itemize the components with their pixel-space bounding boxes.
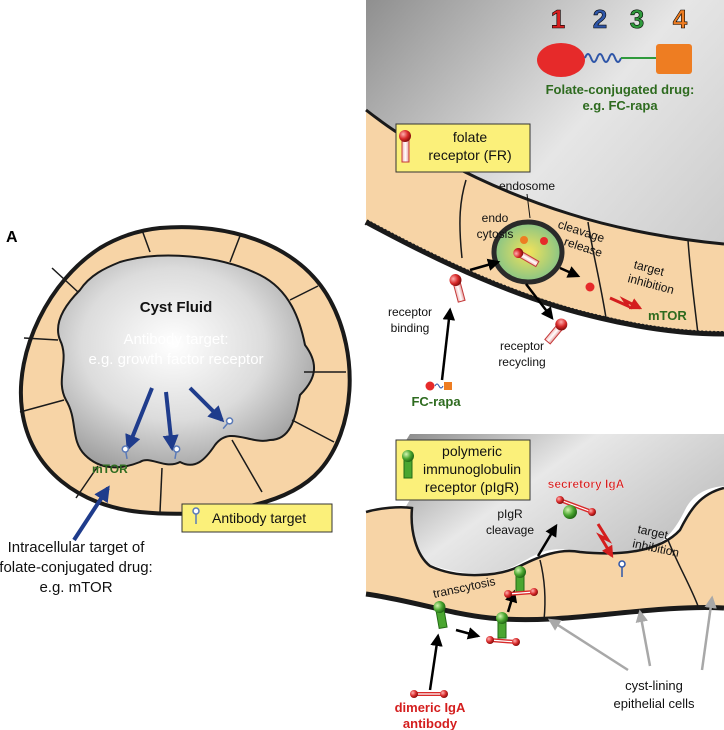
inhibition-bolt-c <box>596 523 614 559</box>
pigr-iga-complex-2 <box>504 566 538 598</box>
epithelial-layer-c <box>366 488 724 620</box>
cyst-fluid-label: Cyst Fluid <box>140 299 213 316</box>
dimeric-iga-line2: antibody <box>403 716 458 730</box>
drug-construct: 1 2 3 4 Folate-conjugated drug: e.g. FC-… <box>537 4 694 113</box>
fc-rapa-label: FC-rapa <box>411 394 461 409</box>
endosome-receptor <box>513 248 540 268</box>
endosome-folate <box>540 237 548 245</box>
panel-c: C polymeric immunoglobulin receptor (pIg… <box>365 433 724 730</box>
target-inhibition-line1-c: target <box>636 522 670 542</box>
cell-boundaries-a <box>19 229 346 513</box>
panel-a: A Cyst Fluid Antibody target: e.g. growt… <box>0 225 352 596</box>
antibody-arrows-a <box>125 386 225 452</box>
receptor-binding-line1: receptor <box>388 305 432 319</box>
endosome <box>491 219 565 285</box>
binding-arrow <box>440 307 456 381</box>
construct-number-3: 3 <box>630 4 644 34</box>
antibody-target-c <box>618 560 626 577</box>
secretory-iga <box>556 496 596 519</box>
antibody-target-label-line1: Antibody target: <box>123 331 228 348</box>
antibody-target-label-line2: e.g. growth factor receptor <box>88 351 263 368</box>
endocytosis-line2: cytosis <box>477 227 514 241</box>
uptake-arrow <box>428 633 443 691</box>
panel-a-letter: A <box>6 229 18 246</box>
spacer-linker <box>584 53 622 63</box>
fr-legend-line2: receptor (FR) <box>428 147 511 163</box>
pigr-cleavage-line2: cleavage <box>486 523 534 537</box>
receptor-binding-line2: binding <box>391 321 430 335</box>
released-folate <box>585 282 595 292</box>
inhibition-bolt-b <box>609 296 643 310</box>
basal-border-b <box>364 219 724 337</box>
cyst-lumen-a <box>57 254 315 469</box>
pigr-legend: polymeric immunoglobulin receptor (pIgR) <box>395 439 531 501</box>
antibody-target-legend: Antibody target <box>181 503 333 533</box>
recycling-arrow <box>525 283 554 320</box>
intracellular-label-line1: Intracellular target of <box>8 539 146 556</box>
membrane-receptor-b <box>449 274 466 303</box>
mtor-label-b: mTOR <box>648 308 687 323</box>
cyst-lining-line2: epithelial cells <box>614 696 695 711</box>
cyst-lining-line1: cyst-lining <box>625 678 683 693</box>
cell-boundaries-c <box>539 539 699 621</box>
intracellular-arrow <box>72 485 110 542</box>
intracellular-label-line2: folate-conjugated drug: <box>0 559 153 576</box>
drug-label-line2: e.g. FC-rapa <box>582 98 658 113</box>
epithelial-pointer-arrows <box>547 595 717 672</box>
endosome-pointer <box>526 193 531 219</box>
pigr-cleavage-line1: pIgR <box>497 507 523 521</box>
folate-moiety <box>537 43 585 77</box>
pigr-legend-line1: polymeric <box>442 443 502 459</box>
intracellular-label-line3: e.g. mTOR <box>39 579 112 596</box>
recycled-receptor <box>544 318 568 345</box>
construct-number-2: 2 <box>593 4 607 34</box>
antibody-target-receptors-a <box>121 417 234 460</box>
fc-rapa-molecule <box>425 381 452 391</box>
construct-number-4: 4 <box>673 4 688 34</box>
transcytosis-arrow-1 <box>455 627 481 640</box>
panel-b: B 1 2 3 4 Folate-conjugated drug: e.g. <box>364 0 724 409</box>
antibody-target-icon <box>192 507 200 524</box>
dimeric-iga-line1: dimeric IgA <box>395 700 466 715</box>
endocytosis-line1: endo <box>482 211 509 225</box>
folate-receptor-icon <box>399 130 411 163</box>
pigr-membrane-basal <box>433 601 448 630</box>
construct-number-1: 1 <box>551 4 565 34</box>
pigr-iga-complex-1 <box>486 612 520 646</box>
antibody-target-legend-label: Antibody target <box>212 510 306 526</box>
recycling-line2: recycling <box>498 355 545 369</box>
recycling-line1: receptor <box>500 339 544 353</box>
cleavage-arrow <box>536 523 558 557</box>
pigr-legend-line2: immunoglobulin <box>423 461 521 477</box>
mtor-label-a: mTOR <box>92 462 128 476</box>
pigr-icon <box>402 450 414 479</box>
drug-payload <box>656 44 692 74</box>
release-arrow <box>559 266 581 278</box>
dimeric-iga-molecule <box>410 690 448 698</box>
endosome-drug <box>520 236 528 244</box>
apical-membrane-c <box>365 486 724 577</box>
fr-legend-line1: folate <box>453 129 487 145</box>
drug-label-line1: Folate-conjugated drug: <box>546 82 695 97</box>
secretory-iga-label: secretory IgA <box>548 477 625 491</box>
pigr-legend-line3: receptor (pIgR) <box>425 479 519 495</box>
endosome-label: endosome <box>499 179 555 193</box>
cell-boundaries-b <box>459 179 699 335</box>
fr-legend: folate receptor (FR) <box>395 123 531 173</box>
endocytosis-arrow <box>469 258 501 272</box>
